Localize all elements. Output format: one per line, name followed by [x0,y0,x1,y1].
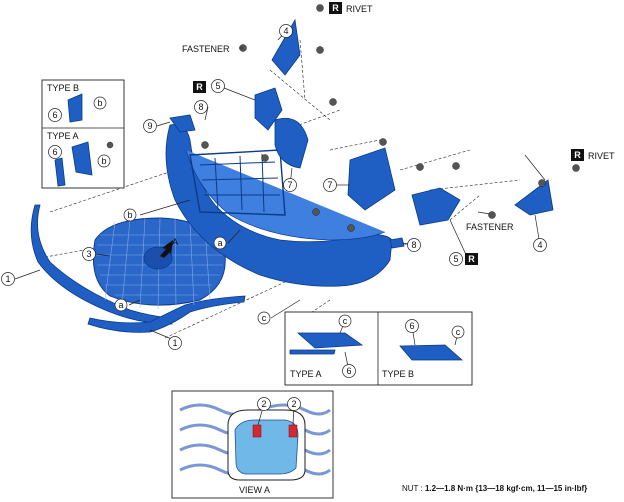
svg-text:a: a [217,238,222,248]
svg-text:6: 6 [52,147,57,157]
r-badge-top: R [329,2,342,14]
ref-b-type-a [97,154,111,168]
svg-text:c: c [343,316,348,326]
svg-text:8: 8 [411,240,416,250]
type-inset-left: TYPE B TYPE A [41,79,125,189]
bolts [106,4,580,232]
side-bracket-9 [169,114,196,133]
shroud-7-right [347,147,396,211]
r-badge-right: R [571,149,584,161]
type-b-label-2: TYPE B [382,369,414,379]
svg-text:b: b [127,210,132,220]
svg-text:c: c [456,327,461,337]
view-arrow-icon [160,240,173,258]
callout-9 [143,119,157,133]
fastener-label-left: FASTENER [182,44,230,54]
callout-6-type-b [48,108,62,122]
bracket-5-lower [411,187,461,226]
r-badge-bottom: R [465,253,478,265]
torque-note-prefix: NUT : [402,484,425,493]
molding-upper [30,204,173,325]
bracket-4-right [514,179,554,216]
ref-b-type-b [93,96,107,110]
svg-text:2: 2 [291,399,296,409]
svg-text:8: 8 [198,102,203,112]
svg-text:c: c [262,313,267,323]
callouts: 4 5 9 8 6 6 1 3 1 7 7 8 5 4 2 2 6 [1,24,547,411]
ref-b-main [123,208,137,222]
svg-text:2: 2 [261,399,266,409]
svg-text:9: 9 [147,121,152,131]
letter-refs: b b b a a c c c [93,96,465,339]
callout-6-type-b-center [405,319,419,333]
molding-lower [87,295,246,333]
svg-text:R: R [468,254,475,264]
svg-text:5: 5 [215,81,220,91]
ref-a-lower [114,298,128,312]
callout-7-right [323,178,337,192]
svg-text:b: b [101,156,106,166]
type-a-label: TYPE A [47,131,79,141]
torque-note-value: 1.2—1.8 N·m {13—18 kgf·cm, 11—15 in·lbf} [424,484,588,493]
type-inset-center: TYPE A TYPE B [284,311,473,386]
svg-text:7: 7 [327,180,332,190]
ref-c-type-a [338,314,352,328]
svg-text:6: 6 [346,366,351,376]
callout-2-right [287,397,301,411]
ref-c-main [257,311,271,325]
svg-text:R: R [574,150,581,160]
callout-1-bottom [168,336,182,350]
clip-8 [389,237,405,249]
svg-text:b: b [97,98,102,108]
rivet-label-right: RIVET [588,151,615,161]
view-a-inset: VIEW A [171,390,334,499]
callout-4-right [533,238,547,252]
type-a-label-2: TYPE A [290,369,322,379]
callout-5-top [211,79,225,93]
callout-5-bottom [449,252,463,266]
torque-note: NUT : 1.2—1.8 N·m {13—18 kgf·cm, 11—15 i… [402,484,587,493]
rivet-label-top: RIVET [346,4,373,14]
callout-3 [82,247,96,261]
shroud-7-left [274,117,309,169]
svg-text:6: 6 [52,110,57,120]
svg-text:7: 7 [287,180,292,190]
svg-text:1: 1 [172,338,177,348]
type-b-label: TYPE B [47,83,79,93]
callout-6-type-a [48,145,62,159]
svg-text:6: 6 [409,321,414,331]
ref-c-type-b [451,325,465,339]
svg-text:4: 4 [537,240,542,250]
svg-text:a: a [118,300,123,310]
callout-4-top [279,24,293,38]
svg-text:3: 3 [86,249,91,259]
view-a-label: VIEW A [239,485,270,495]
fastener-label-right: FASTENER [466,222,514,232]
svg-text:5: 5 [453,254,458,264]
callout-1-left [1,272,15,286]
arrow-a-label: A [172,237,178,247]
callout-8-top [194,100,208,114]
svg-text:1: 1 [5,274,10,284]
callout-2-left [257,397,271,411]
ref-a-main [213,236,227,250]
callout-7-left [283,178,297,192]
svg-text:R: R [196,82,203,92]
svg-text:4: 4 [283,26,288,36]
r-badge-bracket5: R [193,81,206,93]
callout-6-type-a-center [342,364,356,378]
callout-8-right [407,238,421,252]
svg-text:R: R [332,3,339,13]
